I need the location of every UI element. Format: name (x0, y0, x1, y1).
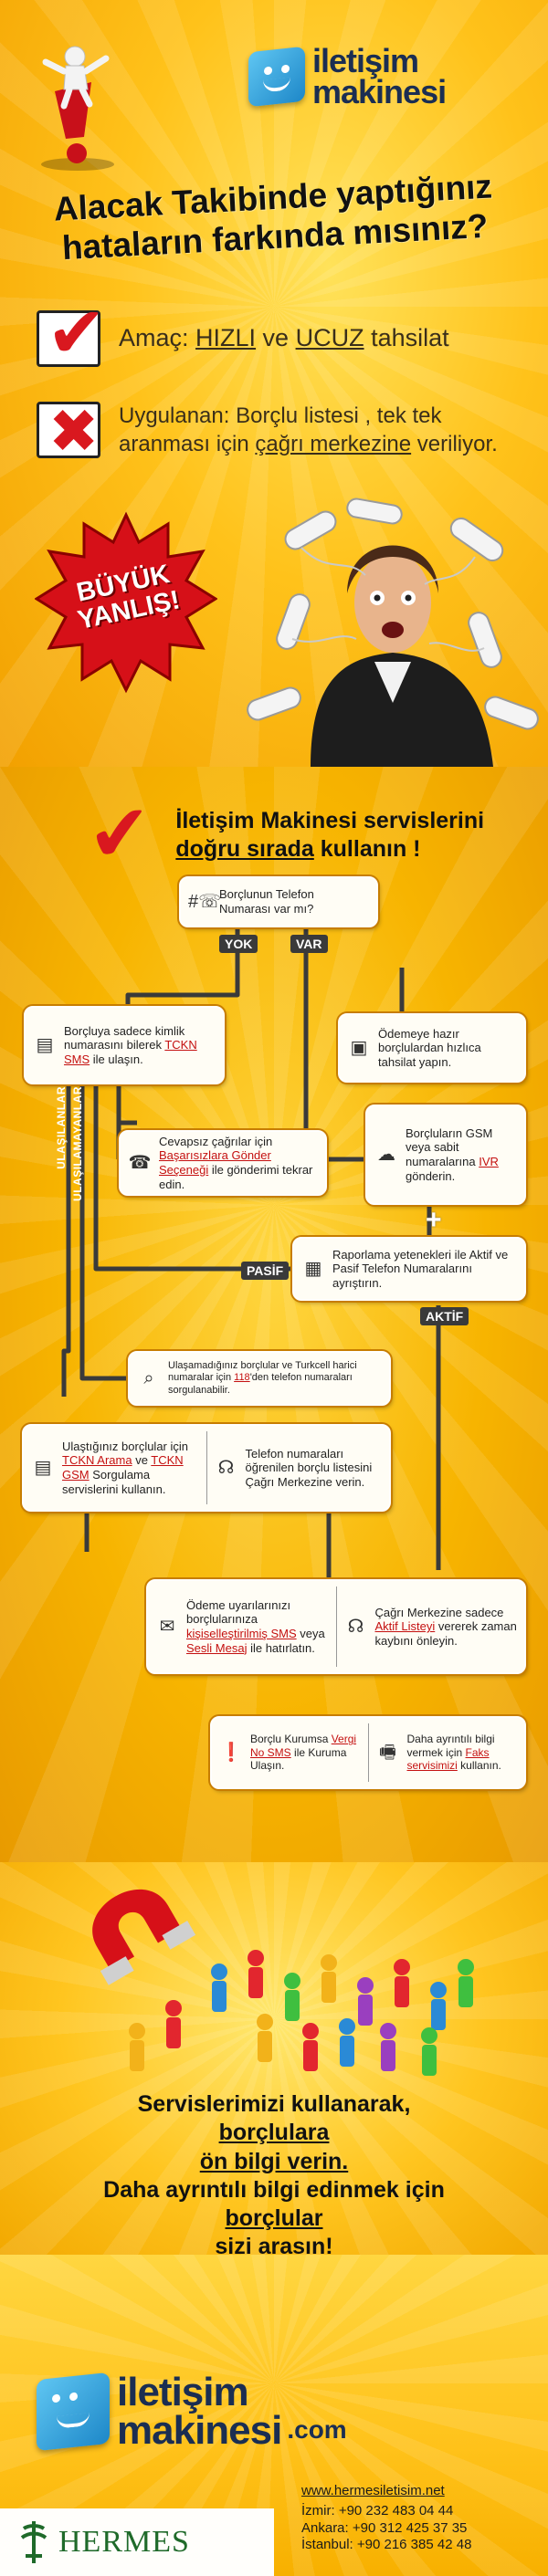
checkbox-crossed: ✖ (37, 397, 100, 466)
flow-title: ✔ İletişim Makinesi servislerini doğru s… (84, 788, 485, 879)
box-reporting: ▦ Raporlama yetenekleri ile Aktif ve Pas… (292, 1237, 526, 1301)
box-payment-reminder: ✉ Ödeme uyarılarınızı borçlularınıza kiş… (146, 1579, 526, 1674)
tag-ulasilamayanlar: ULAŞILAMAYANLAR (71, 1086, 84, 1201)
payment-icon: ▣ (350, 1038, 368, 1058)
message-icon: ✉ (159, 1617, 175, 1637)
box-ivr: ☁ Borçluların GSM veya sabit numaraların… (365, 1105, 526, 1205)
logo-com: .com (287, 2414, 347, 2444)
goal-cheap: UCUZ (295, 324, 364, 352)
warning-icon: ❗ (219, 1742, 243, 1763)
ivr-icon: ☁ (377, 1145, 395, 1165)
callcenter-icon: ☊ (217, 1458, 235, 1478)
tag-yok: YOK (219, 935, 258, 953)
phone-izmir: İzmir: +90 232 483 04 44 (301, 2502, 454, 2518)
tag-aktif: AKTİF (420, 1307, 469, 1325)
big-mistake-burst: BÜYÜK YANLIŞ! (35, 511, 217, 694)
burst-star-icon (35, 511, 217, 694)
box-tckn-sms: ▤ Borçluya sadece kimlik numarasını bile… (24, 1006, 225, 1084)
logo-bottom[interactable]: iletişim makinesi .com (37, 2372, 347, 2452)
hash-phone-icon: #☏ (188, 892, 222, 912)
applied-text: Uygulanan: Borçlu listesi , tek tek aran… (119, 403, 498, 457)
logo-cube-icon (37, 2372, 110, 2452)
box-corporate-fax: ❗ Borçlu Kurumsa Vergi No SMS ile Kuruma… (210, 1716, 526, 1789)
closing-section (0, 1862, 548, 2255)
callcenter-icon: ☊ (347, 1617, 364, 1637)
cross-icon: ✖ (48, 397, 100, 466)
box-118: ⌕ Ulaşamadığınız borçlular ve Turkcell h… (128, 1351, 391, 1406)
goal-text: Amaç: HIZLI ve UCUZ tahsilat (119, 324, 449, 352)
logo-line2: makinesi (312, 73, 447, 111)
stressed-woman-phones-icon (247, 497, 539, 767)
fax-icon: 🖷 (379, 1742, 396, 1763)
tag-pasif: PASİF (241, 1262, 290, 1280)
phone-istanbul: İstanbul: +90 216 385 42 48 (301, 2537, 472, 2553)
box-unanswered: ☎ Cevapsız çağrılar için Başarısızlara G… (119, 1130, 327, 1196)
plus-sign: + (426, 1205, 442, 1235)
box-reached: ▤ Ulaştığınız borçlular için TCKN Arama … (22, 1424, 391, 1512)
applied-row: ✖ Uygulanan: Borçlu listesi , tek tek ar… (37, 397, 530, 466)
website-link[interactable]: www.hermesiletisim.net (301, 2483, 445, 2498)
report-icon: ▦ (304, 1259, 322, 1279)
check-icon: ✔ (47, 292, 107, 372)
goal-fast: HIZLI (195, 324, 257, 352)
hermes-name: HERMES (58, 2525, 190, 2559)
id-card-icon: ▤ (34, 1458, 52, 1478)
phone-ankara: Ankara: +90 312 425 37 35 (301, 2519, 468, 2536)
big-check-icon: ✔ (84, 788, 155, 879)
phone-retry-icon: ☎ (128, 1153, 152, 1173)
search-icon: ⌕ (143, 1368, 154, 1388)
logo-line1: iletişim (312, 42, 419, 79)
tag-var: VAR (290, 935, 328, 953)
magnet-crowd-icon (92, 1889, 474, 2076)
hermes-logo-icon (20, 2521, 47, 2563)
contact-info: www.hermesiletisim.net İzmir: +90 232 48… (301, 2483, 539, 2554)
box-ready-to-pay: ▣ Ödemeye hazır borçlulardan hızlıca tah… (338, 1013, 526, 1083)
closing-text: Servislerimizi kullanarak, borçlulara ön… (103, 2091, 445, 2260)
id-card-icon: ▤ (36, 1035, 54, 1055)
exclamation-figure-icon (41, 46, 114, 171)
hermes-brand: HERMES (0, 2508, 274, 2576)
tag-ulasilanlar: ULAŞILANLAR (55, 1086, 68, 1169)
logo-top[interactable]: iletişim makinesi (248, 42, 447, 111)
goal-row: ✔ Amaç: HIZLI ve UCUZ tahsilat (37, 297, 530, 368)
checkbox-checked: ✔ (37, 297, 106, 368)
logo-cube-icon (248, 46, 305, 108)
